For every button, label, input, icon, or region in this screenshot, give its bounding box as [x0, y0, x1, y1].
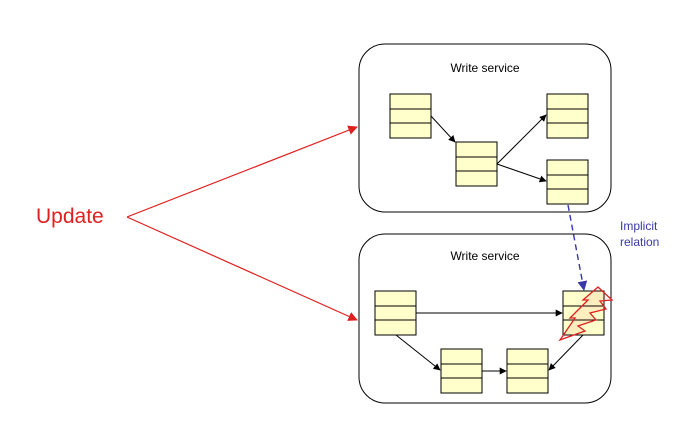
update-arrow-to-bottom-service	[126, 216, 358, 321]
table-node	[389, 93, 432, 139]
implicit-relation-line1: Implicit	[620, 219, 658, 233]
table-node	[506, 348, 549, 394]
conflict-lightning-icon	[558, 286, 614, 342]
flow-arrow	[496, 114, 547, 165]
flow-arrow	[395, 334, 441, 371]
flow-arrow	[548, 334, 584, 371]
table-node	[455, 141, 498, 187]
flow-arrow	[430, 115, 456, 143]
table-node	[374, 290, 417, 336]
write-service-top: Write service	[358, 43, 612, 213]
implicit-relation-arrow	[567, 204, 588, 291]
table-node	[546, 93, 589, 139]
service-title: Write service	[450, 249, 519, 263]
table-node	[440, 348, 483, 394]
write-service-bottom: Write service	[358, 233, 614, 404]
service-title: Write service	[450, 61, 519, 75]
flow-arrow	[496, 163, 547, 183]
table-node-conflicted	[562, 290, 605, 336]
implicit-relation-label: Implicit relation	[620, 219, 661, 249]
implicit-relation-line2: relation	[620, 235, 659, 249]
update-arrow-to-top-service	[126, 125, 358, 218]
table-node	[546, 159, 589, 205]
update-label: Update	[36, 205, 104, 228]
